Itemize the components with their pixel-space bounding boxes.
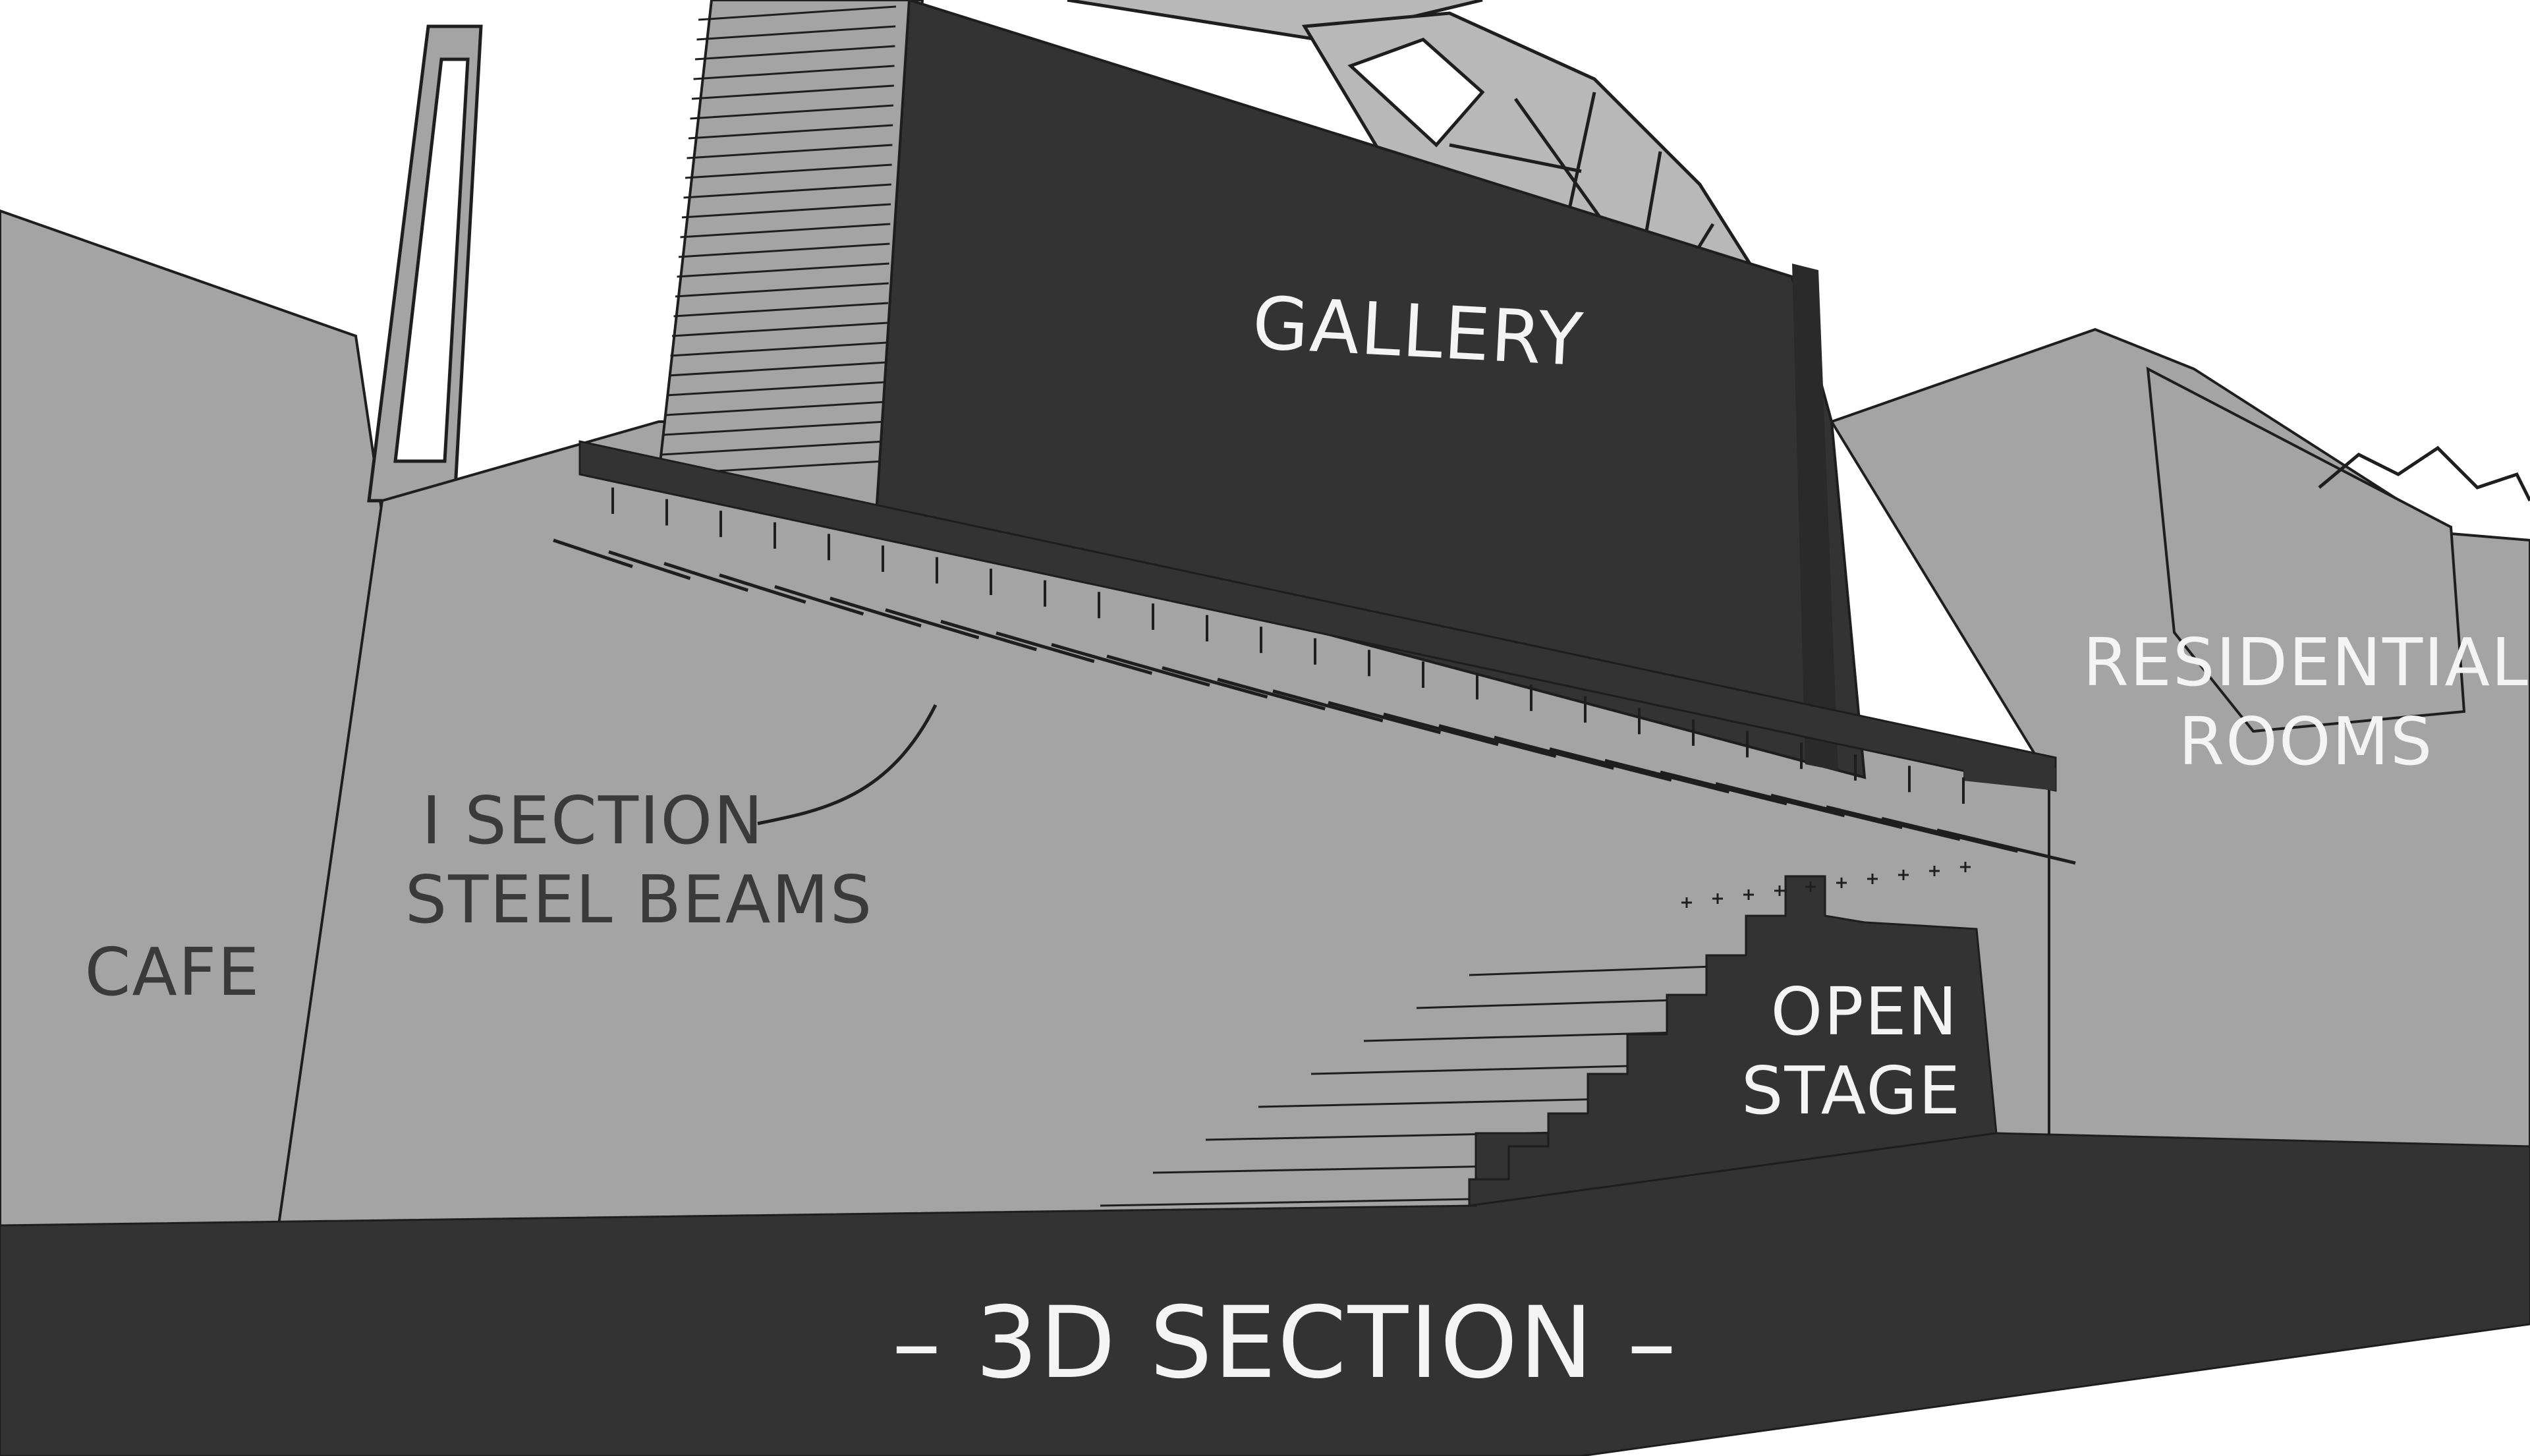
cafe-label: CAFE bbox=[85, 934, 261, 1011]
steel-beam bbox=[719, 573, 806, 604]
steel-beam bbox=[940, 619, 1037, 652]
stair-block bbox=[1468, 875, 1998, 1207]
steel-beam bbox=[1549, 747, 1672, 782]
steel-beam bbox=[1328, 700, 1442, 735]
steel-beam bbox=[1770, 793, 1903, 829]
tower-hatch-line bbox=[696, 25, 896, 41]
tower-hatch-line bbox=[678, 242, 890, 258]
steel-beam bbox=[1604, 758, 1730, 794]
steel-beam bbox=[608, 550, 691, 580]
steel-beam bbox=[1494, 735, 1614, 770]
steel-beam bbox=[1383, 712, 1499, 746]
steel-beam bbox=[1272, 689, 1384, 723]
steel-beam bbox=[885, 608, 980, 640]
tower-hatch-line bbox=[668, 361, 887, 377]
tower-hatch-line bbox=[680, 223, 891, 238]
tower-hatch-line bbox=[687, 144, 893, 159]
steel-beam bbox=[1936, 828, 2076, 865]
tower-hatch-line bbox=[677, 262, 889, 278]
tower-hatch-line bbox=[675, 282, 889, 298]
tower-hatch-line bbox=[681, 203, 891, 219]
tower-hatch-line bbox=[693, 65, 895, 80]
residential-label-line2: ROOMS bbox=[2179, 703, 2434, 780]
steel-beam bbox=[1051, 642, 1153, 675]
tower-hatch-line bbox=[665, 401, 886, 416]
steel-beam bbox=[1715, 782, 1845, 818]
tower-hatch-line bbox=[688, 124, 893, 140]
gallery-edge bbox=[1792, 264, 1838, 771]
tower-hatch-line bbox=[670, 341, 887, 357]
steel-beam bbox=[1217, 677, 1326, 711]
tower-hatch-line bbox=[683, 183, 891, 199]
open-stage-label-line2: STAGE bbox=[1741, 1052, 1961, 1129]
frame-structure bbox=[367, 24, 483, 503]
steel-beam bbox=[1660, 770, 1787, 806]
steel-beams-label-line2: STEEL BEAMS bbox=[405, 861, 873, 938]
steel-beam bbox=[829, 596, 922, 628]
steel-beam bbox=[996, 631, 1095, 663]
residential-sculpture bbox=[2318, 445, 2530, 502]
railing-crosses bbox=[1681, 862, 1971, 908]
tower-hatch-line bbox=[690, 104, 894, 120]
tower-hatch-line bbox=[661, 440, 885, 456]
tower-hatch-line bbox=[685, 163, 892, 179]
tower-hatch-line bbox=[673, 302, 889, 318]
steel-beam bbox=[1438, 724, 1557, 758]
gallery-volume bbox=[874, 0, 1867, 779]
tower-hatch-line bbox=[691, 84, 894, 100]
tower-hatch-line bbox=[663, 420, 886, 436]
steel-beam bbox=[1826, 805, 1961, 841]
residential-label-line1: RESIDENTIAL bbox=[2083, 624, 2529, 701]
beam-hangers-group bbox=[611, 488, 1965, 804]
section-title: – 3D SECTION – bbox=[892, 1286, 1678, 1401]
steel-beams-label-line1: I SECTION bbox=[422, 782, 764, 859]
steel-beam bbox=[553, 538, 633, 569]
gallery-label: GALLERY bbox=[1251, 281, 1586, 382]
open-stage-label-line1: OPEN bbox=[1770, 973, 1958, 1050]
steel-beams-group bbox=[553, 538, 2076, 865]
tower-hatch-line bbox=[698, 5, 897, 21]
steel-beam bbox=[1881, 816, 2018, 853]
residential-wing bbox=[2146, 366, 2466, 733]
beam-end bbox=[1963, 758, 2056, 791]
tower-hatch-line bbox=[694, 45, 895, 61]
steel-beam bbox=[663, 561, 748, 592]
tower-hatch-line bbox=[671, 322, 888, 337]
steel-beam bbox=[1162, 666, 1268, 699]
tower-hatch-line bbox=[667, 381, 886, 397]
steel-beam bbox=[774, 585, 864, 616]
steel-beam bbox=[1106, 654, 1210, 687]
steel-beams-leader bbox=[757, 704, 938, 826]
